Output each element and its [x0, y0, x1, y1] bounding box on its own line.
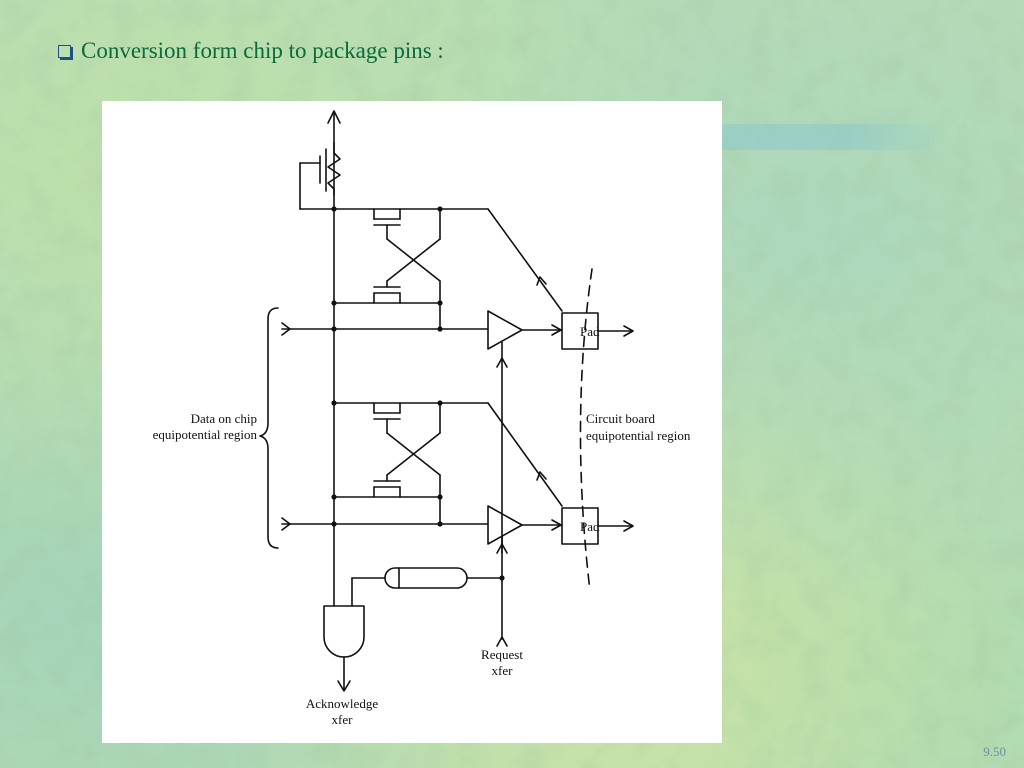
- circuit-figure: Pad Pad Data on chip equipotential regio…: [102, 101, 722, 743]
- acknowledge-label-line2: xfer: [332, 712, 354, 727]
- pad-top: [561, 312, 634, 350]
- pad-feedback-lines: [487, 208, 563, 507]
- request-label-line2: xfer: [492, 663, 514, 678]
- pad-bottom-label: Pad: [580, 519, 600, 534]
- latch-top: [333, 208, 489, 330]
- data-on-chip-label-line1: Data on chip: [191, 411, 257, 426]
- buffer-top: [487, 310, 563, 350]
- slide-title-text: Conversion form chip to package pins :: [81, 38, 444, 63]
- buffer-bottom: [487, 505, 563, 545]
- and-gate: [323, 605, 365, 692]
- pad-top-label: Pad: [580, 324, 600, 339]
- data-on-chip-label-line2: equipotential region: [153, 427, 258, 442]
- region-boundary-dashed: [579, 268, 593, 592]
- page-number: 9.50: [983, 744, 1006, 759]
- circuit-board-label-line1: Circuit board: [586, 411, 655, 426]
- circuit-diagram: Pad Pad Data on chip equipotential regio…: [153, 110, 691, 727]
- slide-title: Conversion form chip to package pins :: [58, 34, 444, 68]
- junction-dots: [331, 206, 505, 581]
- request-line: [496, 341, 508, 647]
- data-inputs: [281, 322, 489, 531]
- pad-bottom: [561, 507, 634, 545]
- latch-bottom: [333, 402, 489, 525]
- circuit-board-label-line2: equipotential region: [586, 428, 691, 443]
- pullup-transistor: [299, 142, 341, 210]
- delay-element: [351, 567, 503, 607]
- left-brace: [259, 307, 279, 549]
- request-label-line1: Request: [481, 647, 523, 662]
- checkbox-bullet-icon: [58, 44, 71, 58]
- acknowledge-label-line1: Acknowledge: [306, 696, 378, 711]
